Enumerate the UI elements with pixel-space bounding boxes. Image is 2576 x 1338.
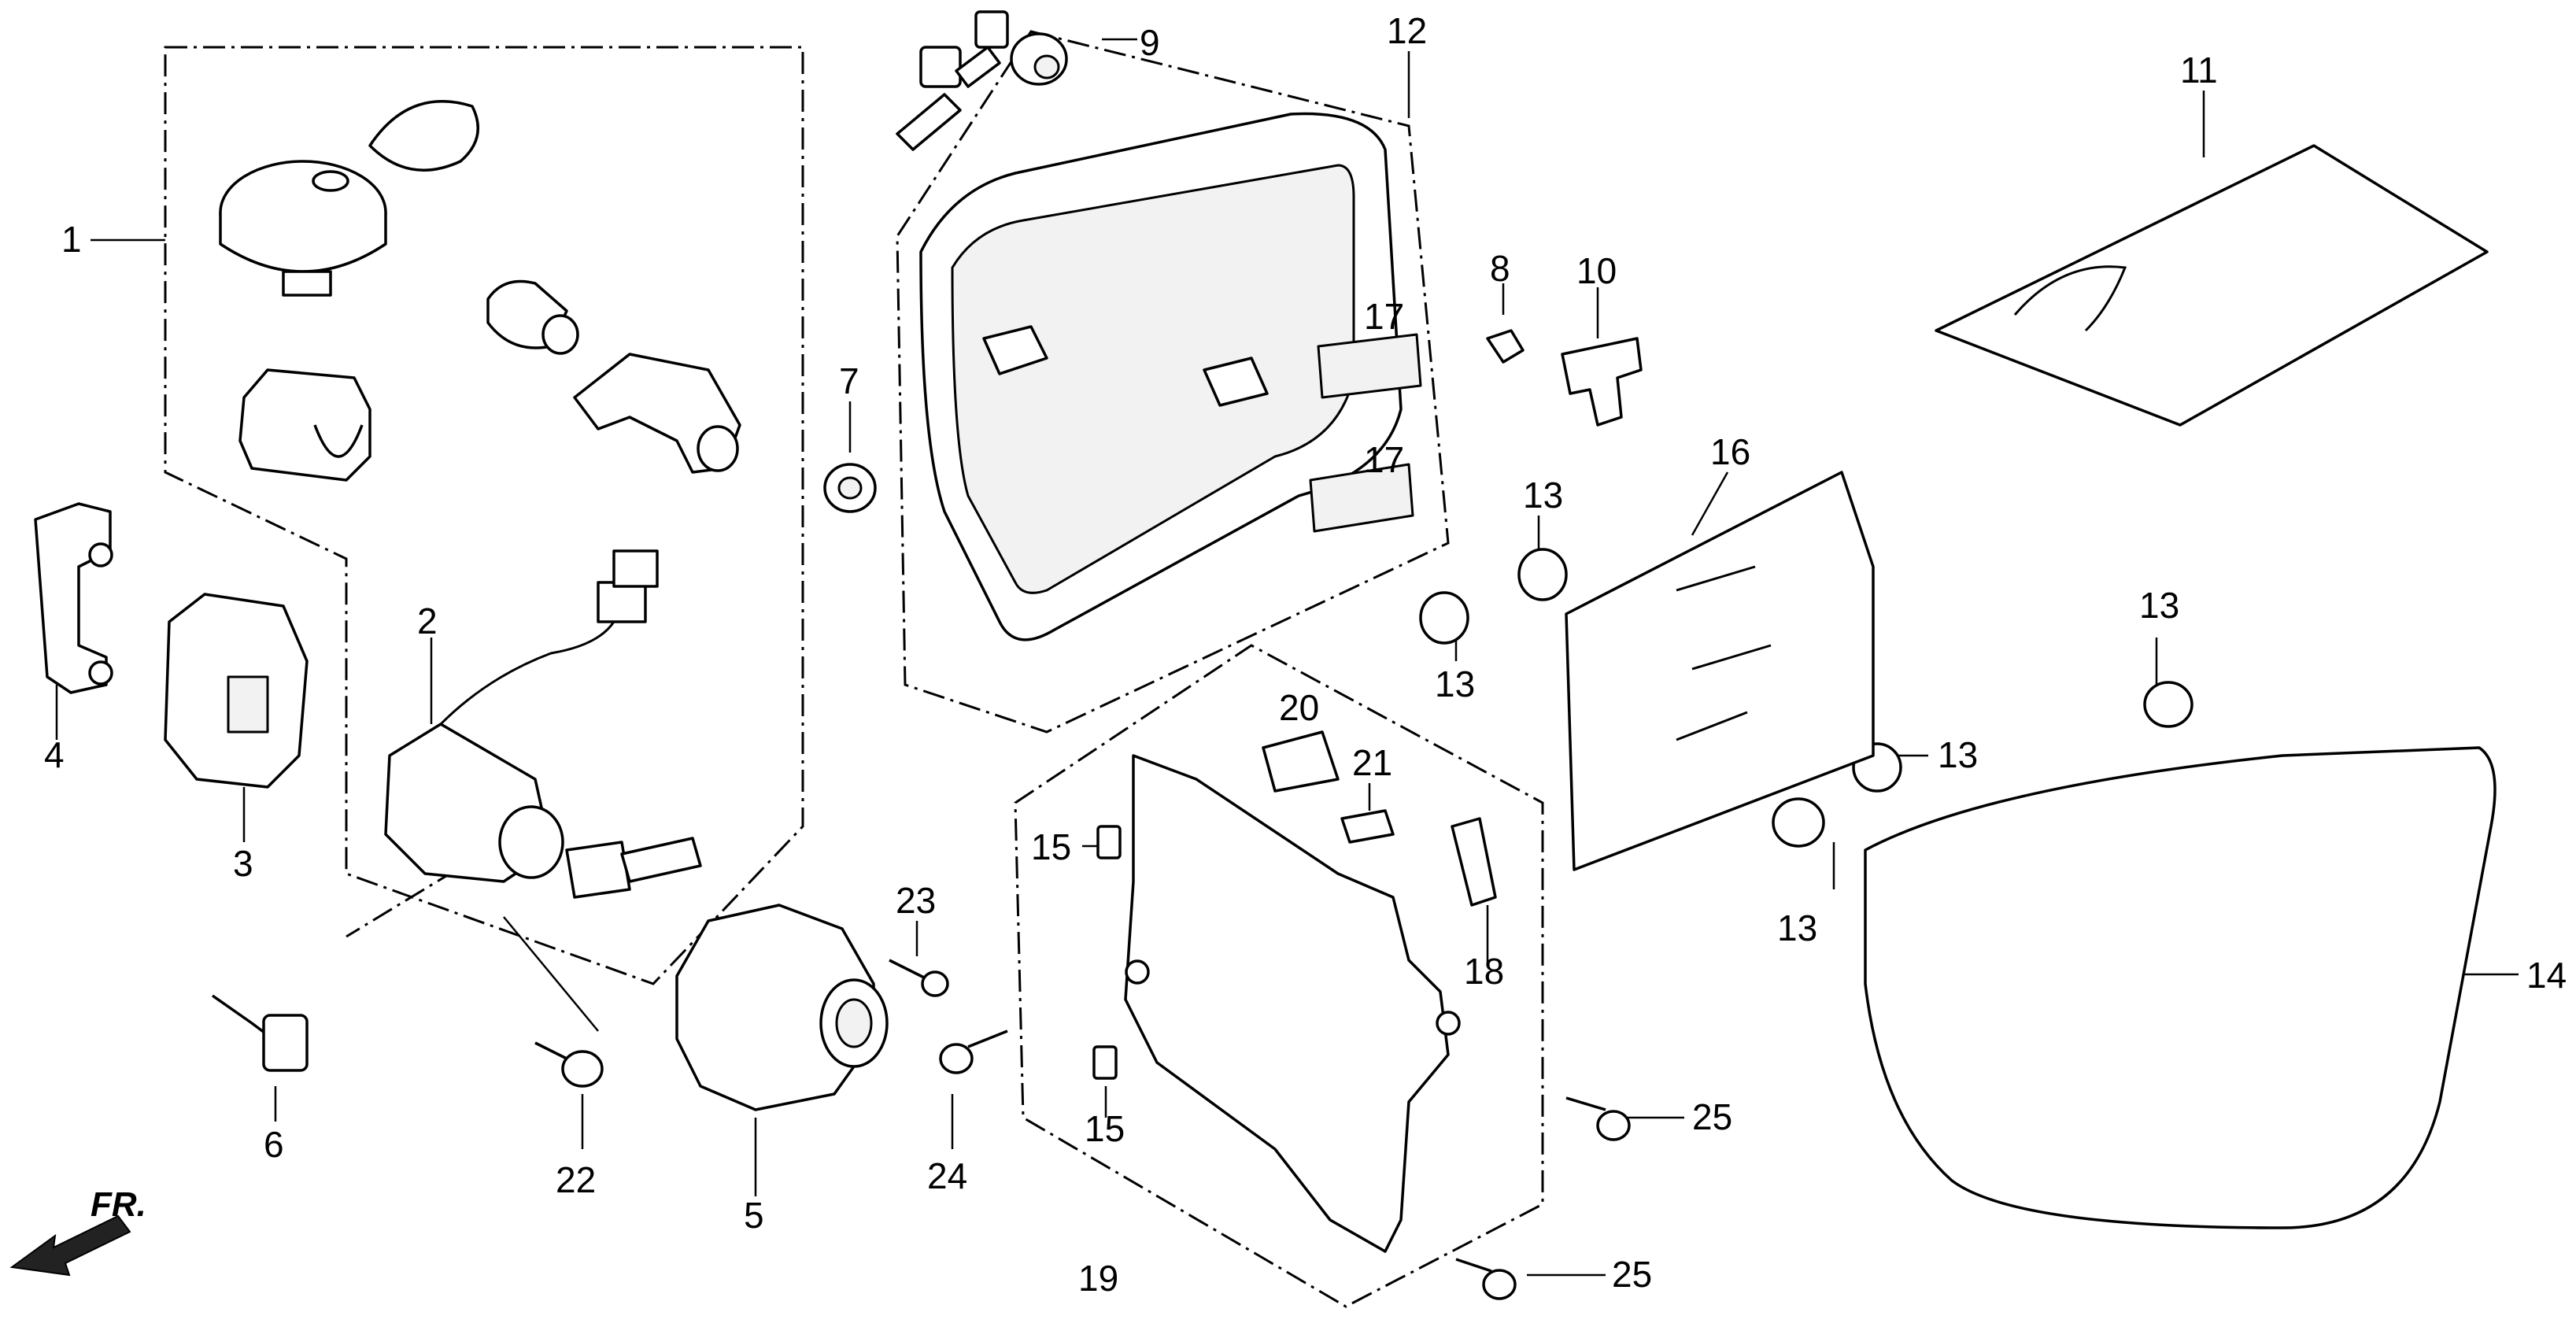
callout-2: 2 (417, 601, 438, 641)
callout-13b: 13 (1523, 475, 1563, 516)
callout-21: 21 (1352, 742, 1392, 783)
ignition-switch-part (384, 549, 702, 899)
callout-6: 6 (264, 1124, 284, 1165)
callout-14: 14 (2526, 955, 2567, 996)
seal-sheet-part (1565, 471, 1875, 871)
bolt-parts (889, 959, 1631, 1300)
callout-24: 24 (927, 1155, 967, 1196)
callout-25b: 25 (1612, 1254, 1652, 1295)
callout-19: 19 (1078, 1258, 1118, 1299)
front-arrow-icon (9, 1214, 131, 1277)
callout-17b: 17 (1364, 439, 1404, 480)
kit-boundary-bracket (1014, 644, 1544, 1308)
callout-18: 18 (1464, 951, 1504, 992)
callout-13c: 13 (2139, 585, 2179, 626)
callout-17a: 17 (1364, 296, 1404, 337)
callout-1: 1 (61, 219, 82, 260)
key-set-part (896, 10, 1068, 151)
callout-7: 7 (839, 360, 859, 401)
grommet-part (823, 463, 877, 513)
screw-part (534, 1041, 604, 1088)
latch-part (573, 353, 741, 474)
callout-12: 12 (1387, 10, 1427, 51)
callout-13e: 13 (1777, 907, 1817, 948)
callout-10: 10 (1576, 250, 1617, 291)
callout-8: 8 (1490, 248, 1510, 289)
callout-13a: 13 (1435, 663, 1475, 704)
holder-part (1561, 337, 1643, 427)
cylinder-lock-part (486, 279, 579, 355)
kit-boundary-side-cover (896, 30, 1450, 734)
callout-13d: 13 (1938, 734, 1978, 775)
callout-9: 9 (1140, 22, 1160, 63)
front-direction-indicator: FR. (9, 1185, 146, 1277)
lock-body-part (164, 593, 309, 789)
mounting-bracket-part (1124, 754, 1461, 1253)
callout-15a: 15 (1031, 826, 1071, 867)
mount-bracket-part (34, 502, 113, 694)
lock-cover-part (675, 904, 889, 1111)
side-cover-outer-part (1864, 746, 2497, 1229)
callout-labels: 1 2 3 4 5 6 7 8 9 10 11 12 13 13 13 13 1… (44, 10, 2567, 1299)
callout-4: 4 (44, 734, 65, 775)
callout-20: 20 (1279, 687, 1319, 728)
callout-25a: 25 (1692, 1096, 1732, 1137)
seat-block-part (238, 368, 371, 482)
callout-11: 11 (2180, 50, 2218, 91)
side-cover-part (919, 112, 1403, 641)
key-blank-part (211, 994, 309, 1072)
callout-3: 3 (233, 843, 253, 884)
front-direction-label: FR. (91, 1185, 146, 1224)
clip-part (1486, 329, 1525, 364)
kit-boundary-lock-set (164, 46, 804, 985)
fuel-cap-part (219, 100, 479, 297)
tool-pouch-part (1935, 144, 2489, 427)
callout-5: 5 (744, 1195, 764, 1236)
caution-label-part (1309, 333, 1422, 533)
leader-lines (55, 38, 2519, 1277)
callout-23: 23 (896, 880, 936, 921)
callout-22: 22 (556, 1159, 596, 1200)
callout-16: 16 (1710, 431, 1750, 472)
small-clip-parts (1092, 730, 1497, 1080)
callout-15b: 15 (1085, 1108, 1125, 1149)
